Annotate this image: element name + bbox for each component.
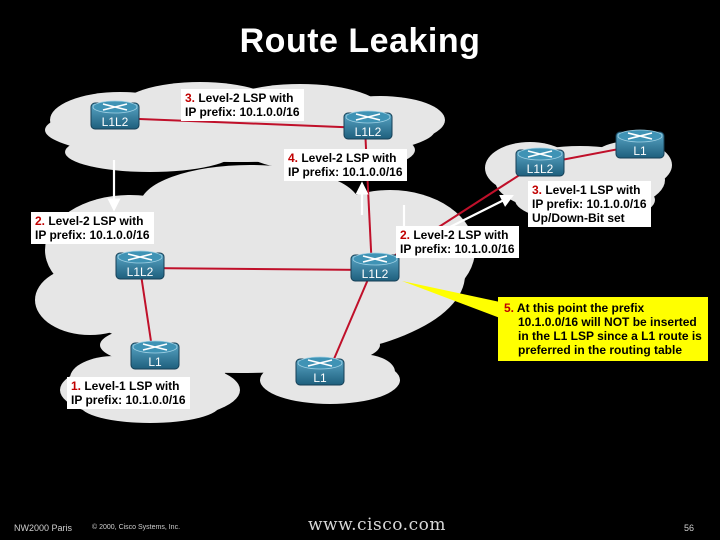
router-arrows-icon [355, 113, 381, 121]
router-label: L1 [633, 144, 647, 158]
footer-event: NW2000 Paris [14, 523, 73, 533]
slide-title: Route Leaking [239, 22, 481, 60]
router-label: L1 [148, 355, 162, 369]
router-arrows-icon [362, 255, 388, 263]
footer-page-number: 56 [684, 523, 695, 533]
router-arrows-icon [102, 103, 128, 111]
router-arrows-icon [142, 343, 168, 351]
arrow-right-diag [447, 195, 514, 229]
router-r7: L1 [130, 340, 180, 370]
router-label: L1L2 [527, 162, 554, 176]
router-r4: L1 [615, 129, 665, 159]
router-r3: L1L2 [515, 147, 565, 177]
callout-4: 4. Level-2 LSP with IP prefix: 10.1.0.0/… [284, 149, 407, 181]
callout-3-top: 3. Level-2 LSP with IP prefix: 10.1.0.0/… [181, 89, 304, 121]
callout-1: 1. Level-1 LSP with IP prefix: 10.1.0.0/… [67, 377, 190, 409]
link-r5-r6 [139, 267, 373, 271]
router-arrows-icon [127, 253, 153, 261]
router-r8: L1 [295, 356, 345, 386]
router-r6: L1L2 [350, 252, 400, 282]
callout-2-left: 2. Level-2 LSP with IP prefix: 10.1.0.0/… [31, 212, 154, 244]
note-box: 5. At this point the prefix 10.1.0.0/16 … [498, 297, 708, 361]
router-r2: L1L2 [343, 110, 393, 140]
router-arrows-icon [527, 150, 553, 158]
router-label: L1L2 [102, 115, 129, 129]
note-pointer [402, 281, 500, 318]
router-label: L1L2 [362, 267, 389, 281]
router-label: L1L2 [355, 125, 382, 139]
footer-copyright: © 2000, Cisco Systems, Inc. [92, 524, 181, 531]
footer-website: www.cisco.com [308, 515, 446, 535]
router-arrows-icon [627, 132, 653, 140]
router-arrows-icon [307, 359, 333, 367]
link-r6-r8 [327, 269, 373, 374]
router-label: L1 [313, 371, 327, 385]
callout-2-right: 2. Level-2 LSP with IP prefix: 10.1.0.0/… [396, 226, 519, 258]
link-r1-r2 [114, 117, 366, 129]
callout-3-right: 3. Level-1 LSP with IP prefix: 10.1.0.0/… [528, 181, 651, 227]
router-r1: L1L2 [90, 100, 140, 130]
router-r5: L1L2 [115, 250, 165, 280]
router-label: L1L2 [127, 265, 154, 279]
